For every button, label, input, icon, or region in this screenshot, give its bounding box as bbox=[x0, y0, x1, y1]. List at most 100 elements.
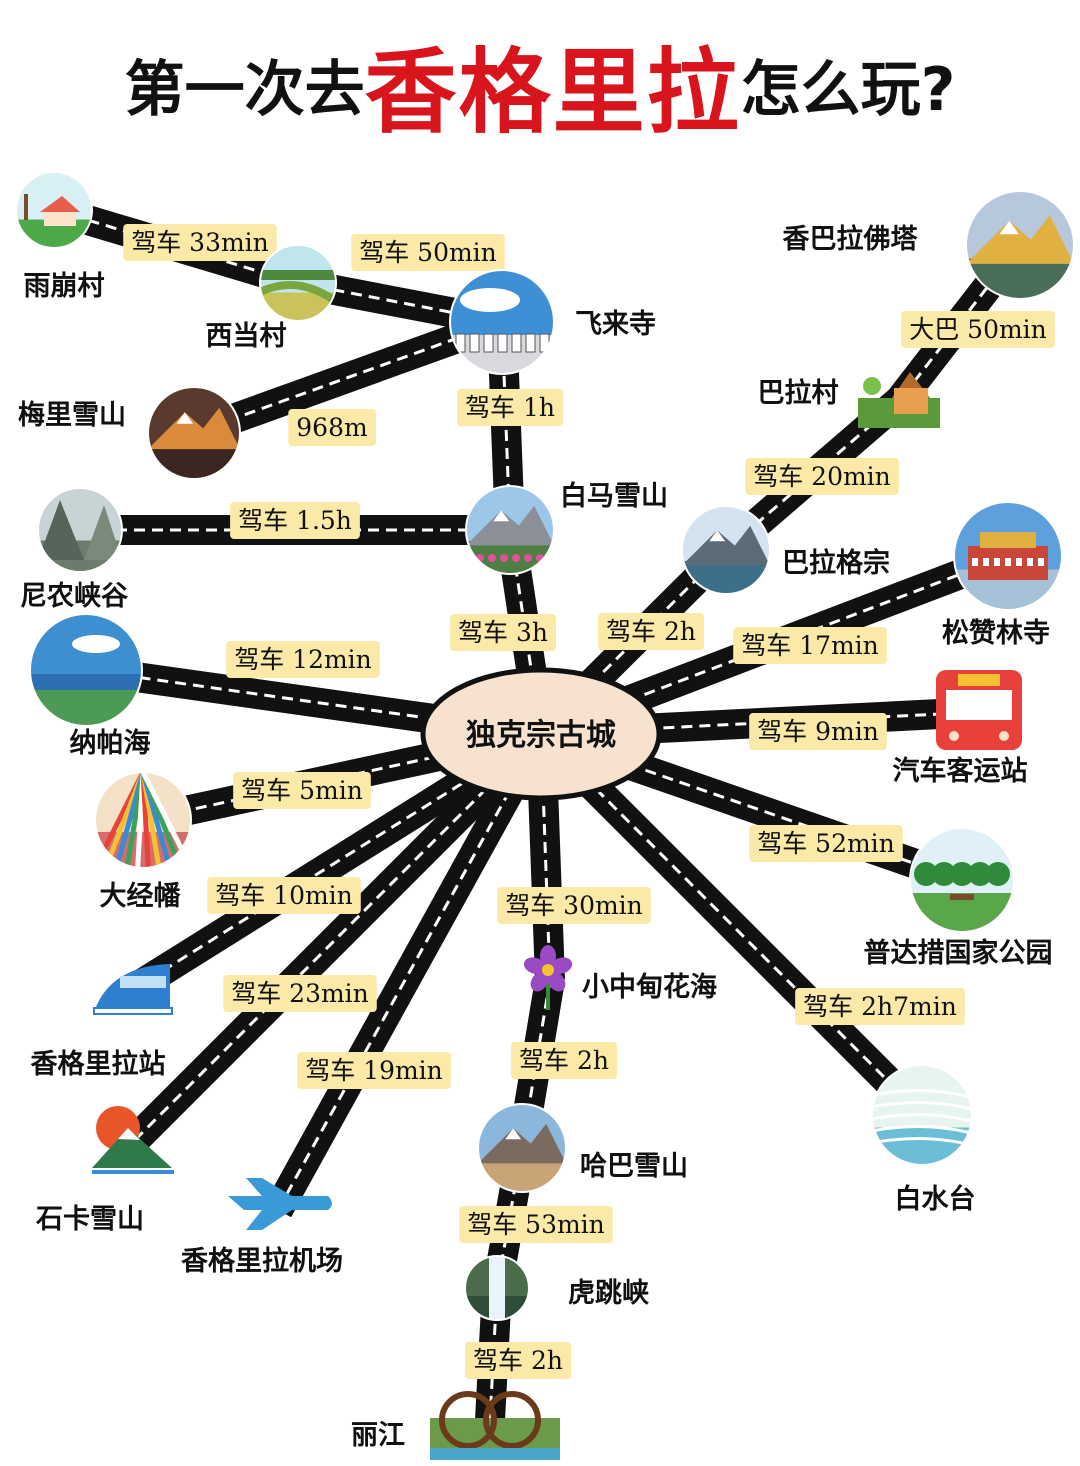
route-label-bg bbox=[465, 1342, 571, 1379]
place-label-hutiaoxia: 虎跳峡 bbox=[568, 1278, 649, 1309]
place-label-napahai: 纳帕海 bbox=[70, 727, 151, 759]
route-label-text: 驾车 23min bbox=[231, 979, 369, 1008]
place-label-xiangbala: 香巴拉佛塔 bbox=[783, 223, 919, 255]
hub-oval[interactable] bbox=[420, 667, 662, 801]
route-label-bg bbox=[288, 409, 376, 446]
waterfall-icon[interactable] bbox=[464, 1255, 530, 1328]
airplane-icon[interactable] bbox=[228, 1178, 332, 1230]
lake-icon[interactable] bbox=[29, 613, 143, 740]
stupa-icon[interactable] bbox=[449, 269, 555, 387]
house-icon[interactable] bbox=[858, 372, 940, 428]
road-dash-xiaozhongdian-haba bbox=[520, 979, 552, 1149]
route-label-text: 驾车 1.5h bbox=[238, 506, 352, 535]
route-label-bg bbox=[223, 975, 377, 1012]
road-baishuitai-hub bbox=[530, 723, 933, 1126]
place-label-pudacuo: 普达措国家公园 bbox=[864, 937, 1053, 969]
route-label: 驾车 9min bbox=[749, 713, 887, 750]
place-label-lijiang: 丽江 bbox=[351, 1420, 405, 1451]
bus-icon[interactable] bbox=[936, 670, 1022, 750]
village-icon[interactable] bbox=[15, 171, 93, 258]
road-dash-shika-hub bbox=[133, 732, 543, 1142]
route-label: 驾车 20min bbox=[745, 458, 899, 495]
route-label-bg bbox=[351, 234, 505, 271]
hub-label: 独克宗古城 bbox=[466, 718, 616, 753]
route-label-bg bbox=[230, 502, 360, 539]
place-label-songzanlin: 松赞林寺 bbox=[942, 618, 1050, 649]
route-label-bg bbox=[511, 1042, 617, 1079]
route-label: 大巴 50min bbox=[901, 311, 1055, 348]
route-label-bg bbox=[207, 877, 361, 914]
route-label-bg bbox=[297, 1052, 451, 1089]
route-label: 驾车 1.5h bbox=[230, 502, 360, 539]
route-label-bg bbox=[749, 825, 903, 862]
snow-mountain-icon[interactable] bbox=[147, 386, 241, 491]
route-label-text: 驾车 2h7min bbox=[803, 992, 957, 1021]
place-label-feilaisi: 飞来寺 bbox=[575, 309, 656, 340]
place-label-bus_station: 汽车客运站 bbox=[893, 755, 1028, 787]
route-label-text: 968m bbox=[296, 413, 368, 442]
route-label: 驾车 17min bbox=[733, 627, 887, 664]
canyon-icon[interactable] bbox=[37, 487, 123, 583]
route-label-text: 驾车 30min bbox=[505, 891, 643, 920]
route-label-text: 驾车 5min bbox=[241, 776, 363, 805]
route-label: 驾车 33min bbox=[123, 224, 277, 261]
route-label-text: 驾车 10min bbox=[215, 881, 353, 910]
route-label-bg bbox=[901, 311, 1055, 348]
route-label: 驾车 2h7min bbox=[795, 988, 965, 1025]
route-label-bg bbox=[598, 613, 704, 650]
place-label-xidang: 西当村 bbox=[206, 321, 287, 352]
park-icon[interactable] bbox=[909, 827, 1015, 945]
place-label-baima: 白马雪山 bbox=[560, 480, 668, 512]
route-label: 968m bbox=[288, 409, 376, 446]
place-label-bala: 巴拉村 bbox=[758, 377, 839, 409]
place-label-dajingfan: 大经幡 bbox=[100, 880, 182, 912]
route-label: 驾车 53min bbox=[459, 1206, 613, 1243]
route-label-text: 大巴 50min bbox=[909, 315, 1047, 344]
monastery-icon[interactable] bbox=[953, 501, 1063, 624]
route-label-bg bbox=[450, 614, 556, 651]
title-highlight: 香格里拉 bbox=[364, 39, 741, 146]
route-label-text: 驾车 2h bbox=[606, 617, 696, 646]
route-label: 驾车 2h bbox=[598, 613, 704, 650]
route-label-bg bbox=[497, 887, 651, 924]
route-label: 驾车 2h bbox=[465, 1342, 571, 1379]
route-label-text: 驾车 19min bbox=[305, 1056, 443, 1085]
route-label-bg bbox=[457, 389, 563, 426]
route-label-bg bbox=[226, 641, 380, 678]
snow-peak-icon[interactable] bbox=[477, 1103, 567, 1203]
route-label: 驾车 5min bbox=[233, 772, 371, 809]
road-dash-airport-hub bbox=[276, 733, 543, 1211]
mountain-flower-icon[interactable] bbox=[465, 485, 555, 585]
place-label-shika: 石卡雪山 bbox=[35, 1204, 144, 1235]
canyon-mountain-icon[interactable] bbox=[681, 505, 771, 605]
route-label-bg bbox=[459, 1206, 613, 1243]
water-wheel-icon[interactable] bbox=[430, 1391, 560, 1460]
place-label-baishuitai: 白水台 bbox=[895, 1183, 976, 1215]
route-label: 驾车 30min bbox=[497, 887, 651, 924]
terraces-icon[interactable] bbox=[871, 1064, 973, 1178]
route-label-text: 驾车 1h bbox=[465, 393, 555, 422]
place-label-ninong: 尼农峡谷 bbox=[20, 581, 129, 612]
place-labels-layer: 雨崩村西当村飞来寺梅里雪山白马雪山尼农峡谷纳帕海大经幡香格里拉站石卡雪山香格里拉… bbox=[18, 223, 1053, 1451]
prayer-flags-icon[interactable] bbox=[94, 771, 192, 880]
route-label-bg bbox=[745, 458, 899, 495]
road-dash-meili-feilaisi bbox=[193, 320, 503, 435]
train-icon[interactable] bbox=[93, 964, 173, 1015]
route-label-text: 驾车 2h bbox=[473, 1346, 563, 1375]
route-label: 驾车 52min bbox=[749, 825, 903, 862]
place-label-haba: 哈巴雪山 bbox=[580, 1151, 688, 1182]
route-label-bg bbox=[733, 627, 887, 664]
route-label-text: 驾车 12min bbox=[234, 645, 372, 674]
route-label-text: 驾车 9min bbox=[757, 717, 879, 746]
fields-icon[interactable] bbox=[258, 244, 338, 331]
hub-layer: 独克宗古城 bbox=[420, 667, 662, 801]
route-label-text: 驾车 20min bbox=[753, 462, 891, 491]
route-label-text: 驾车 17min bbox=[741, 631, 879, 660]
route-label-bg bbox=[123, 224, 277, 261]
route-label-text: 驾车 3h bbox=[458, 618, 548, 647]
route-label-text: 驾车 33min bbox=[131, 228, 269, 257]
flower-icon[interactable] bbox=[522, 945, 574, 1010]
title-part2: 怎么玩? bbox=[740, 55, 956, 125]
mountain-sun-icon[interactable] bbox=[92, 1106, 174, 1174]
